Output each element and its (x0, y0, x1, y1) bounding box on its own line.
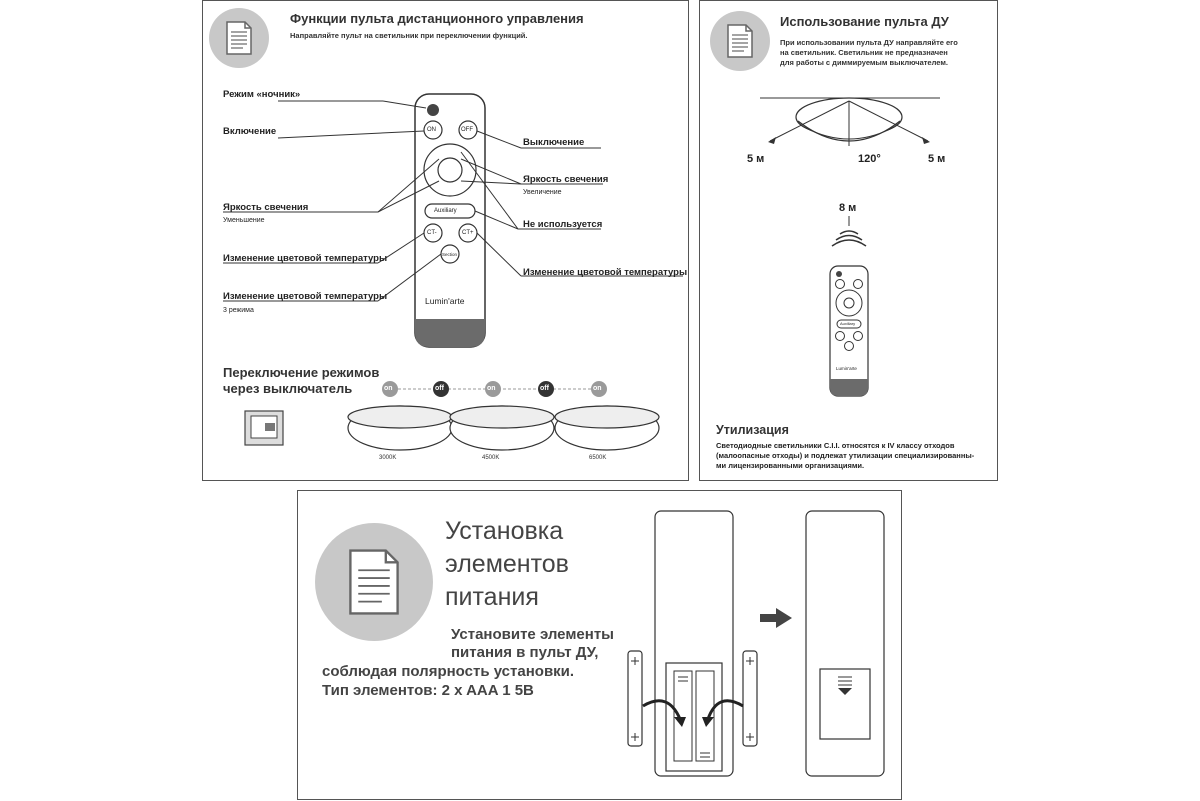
label-power-on: Включение (223, 126, 277, 137)
disposal-text-2: (малоопасные отходы) и подлежат утилизац… (716, 451, 975, 460)
label-brightness-down: Яркость свечения (223, 202, 309, 213)
battery-diagram (627, 510, 885, 777)
battery-installation-panel: Установка элементов питания Установите э… (297, 490, 902, 800)
usage-remote-aux: Auxiliary (840, 321, 856, 326)
switch-modes-title-1: Переключение режимов (223, 365, 380, 380)
label-color-temp-3-sub: 3 режима (223, 307, 254, 314)
disposal-text-3: ми лицензированными организациями. (716, 461, 865, 470)
state-5: on (593, 385, 602, 392)
usage-text-3: для работы с диммируемым выключателем. (780, 58, 948, 67)
usage-text-1: При использовании пульта ДУ направляйте … (780, 38, 958, 47)
document-icon (710, 11, 770, 71)
label-brightness-up: Яркость свечения (523, 174, 609, 185)
remote-brand: Lumin'arte (425, 296, 465, 306)
usage-diagram (760, 97, 940, 397)
label-not-used: Не используется (523, 219, 603, 230)
battery-text-1: Установите элементы (451, 626, 614, 643)
battery-title-3: питания (445, 583, 539, 611)
battery-text-3: соблюдая полярность установки. (322, 663, 575, 680)
state-1: on (384, 385, 393, 392)
remote-ct-minus-button: CT- (427, 230, 437, 236)
temp-3000: 3000K (379, 455, 397, 461)
disposal-text-1: Светодиодные светильники С.I.I. относятс… (716, 441, 955, 450)
state-3: on (487, 385, 496, 392)
label-color-temp-right: Изменение цветовой температуры (523, 267, 688, 278)
label-color-temp-3: Изменение цветовой температуры (223, 291, 388, 302)
label-night-mode: Режим «ночник» (223, 89, 301, 100)
label-power-off: Выключение (523, 137, 585, 148)
document-icon (209, 8, 269, 68)
remote-ct-plus-button: CT+ (462, 230, 474, 236)
switch-modes-title-2: через выключатель (223, 381, 353, 396)
remote-off-button: OFF (461, 127, 473, 133)
distance-left: 5 м (747, 153, 765, 165)
remote-functions-panel: Функции пульта дистанционного управления… (202, 0, 689, 481)
panel-title: Функции пульта дистанционного управления (290, 11, 584, 26)
remote-on-button: ON (427, 127, 436, 133)
remote-section-button: Section (442, 252, 458, 257)
battery-text-4: Тип элементов: 2 x AAA 1 5B (322, 682, 534, 699)
label-color-temp-left: Изменение цветовой температуры (223, 253, 388, 264)
label-brightness-up-sub: Увеличение (523, 189, 562, 196)
usage-title: Использование пульта ДУ (780, 14, 949, 29)
remote-usage-panel: Использование пульта ДУ При использовани… (699, 0, 998, 481)
state-2: off (435, 385, 444, 392)
angle-value: 120° (858, 153, 881, 165)
usage-text-2: на светильник. Светильник не предназначе… (780, 48, 948, 57)
remote-control-drawing (223, 93, 683, 451)
usage-remote-brand: Lumin'arte (836, 366, 857, 371)
disposal-title: Утилизация (716, 423, 789, 437)
remote-auxiliary-button: Auxiliary (434, 208, 457, 214)
document-icon (315, 523, 433, 641)
battery-title-1: Установка (445, 517, 564, 545)
battery-text-2: питания в пульт ДУ, (451, 644, 599, 661)
remote-range: 8 м (839, 202, 857, 214)
temp-4500: 4500K (482, 455, 500, 461)
temp-6500: 6500K (589, 455, 607, 461)
panel-subtitle: Направляйте пульт на светильник при пере… (290, 31, 528, 40)
distance-right: 5 м (928, 153, 946, 165)
battery-title-2: элементов (445, 550, 569, 578)
label-brightness-down-sub: Уменьшение (223, 217, 265, 224)
state-4: off (540, 385, 549, 392)
